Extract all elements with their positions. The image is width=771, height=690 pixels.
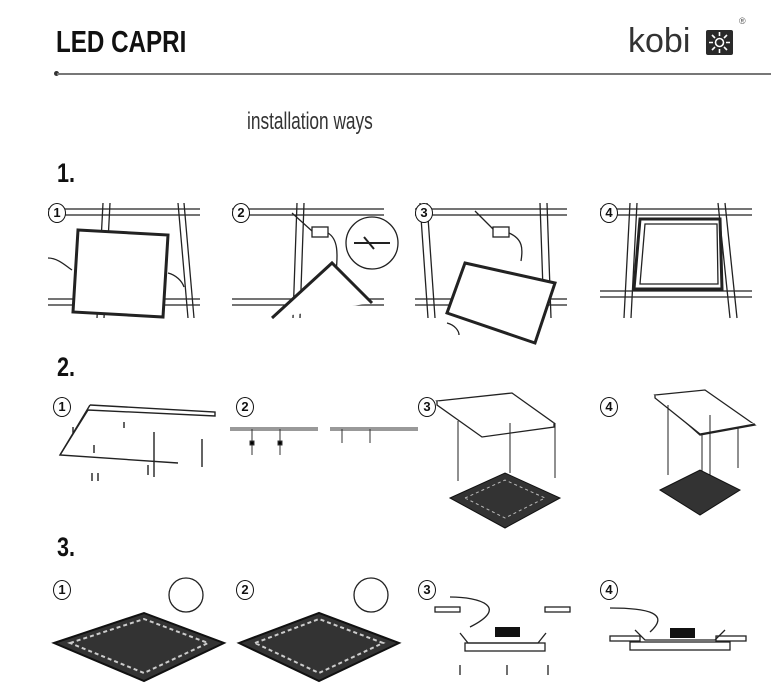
brand-logo-text: kobi	[628, 22, 691, 60]
illustration-2-3	[435, 392, 562, 529]
header-divider	[57, 73, 771, 75]
step-1-4: 4	[600, 203, 618, 223]
illustration-2-2	[230, 427, 418, 455]
illustration-3-3	[434, 596, 571, 675]
step-1-3: 3	[415, 203, 433, 223]
sun-logo-icon	[706, 30, 733, 55]
step-2-2: 2	[236, 397, 254, 417]
step-2-3: 3	[418, 397, 436, 417]
illustration-1-3	[415, 202, 567, 345]
step-3-3: 3	[418, 580, 436, 600]
step-3-2: 2	[236, 580, 254, 600]
section-1-label: 1.	[57, 158, 76, 188]
illustration-2-4	[653, 389, 757, 516]
illustration-2-1	[58, 404, 216, 467]
step-2-1: 1	[53, 397, 71, 417]
section-3-label: 3.	[57, 532, 76, 562]
step-1-1: 1	[48, 203, 66, 223]
illustration-3-1	[51, 577, 227, 683]
illustration-1-4	[600, 202, 752, 319]
section-2-label: 2.	[57, 352, 76, 382]
illustration-3-2	[236, 577, 402, 683]
step-3-4: 4	[600, 580, 618, 600]
step-3-1: 1	[53, 580, 71, 600]
subtitle: installation ways	[247, 108, 373, 135]
step-1-2: 2	[232, 203, 250, 223]
step-2-4: 4	[600, 397, 618, 417]
illustration-1-1	[47, 202, 200, 319]
page-title: LED CAPRI	[56, 24, 187, 59]
illustration-1-2	[232, 202, 399, 320]
illustration-3-4	[609, 607, 747, 651]
rule-dot	[54, 71, 59, 76]
registered-mark: ®	[739, 16, 746, 26]
